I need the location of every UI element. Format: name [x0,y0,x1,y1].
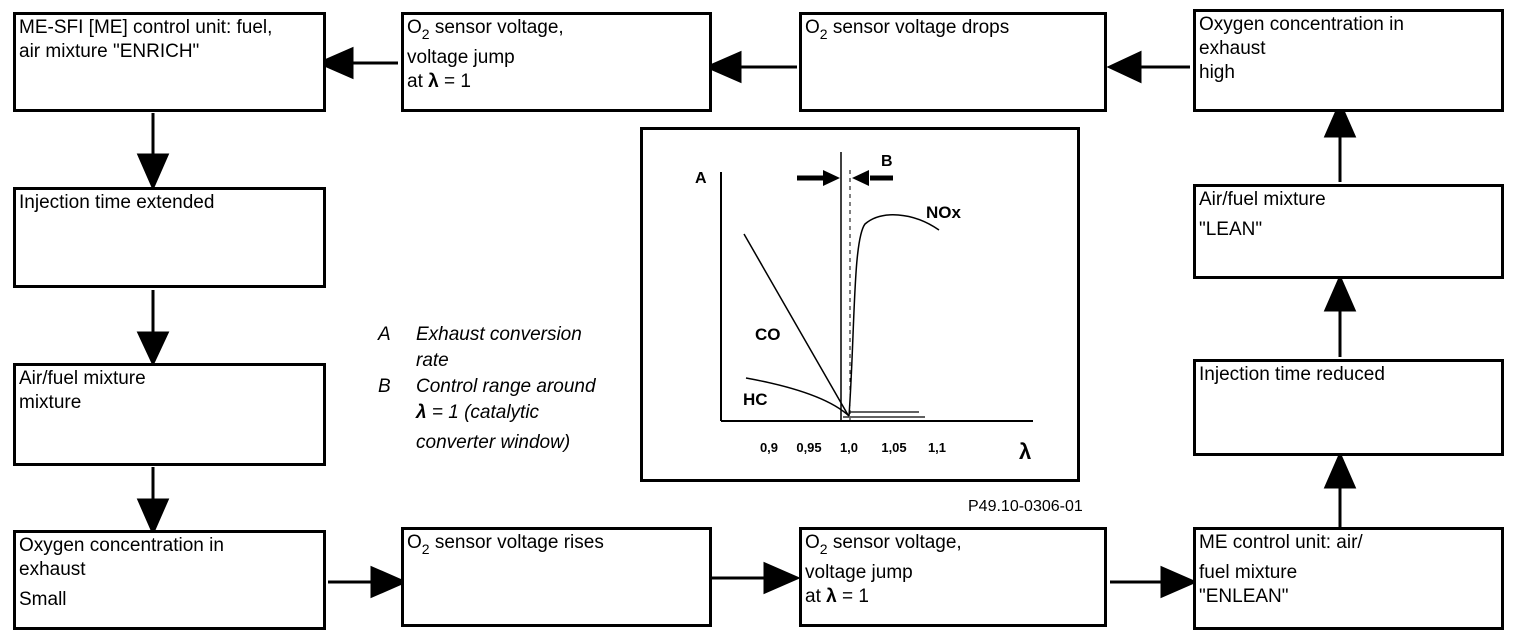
legend-a-text: Exhaust conversion [416,324,582,345]
box-text: O2 sensor voltage, [407,16,706,42]
box-text: O2 sensor voltage drops [805,16,1101,42]
legend-a-label: A [378,324,391,345]
o2-subscript: 2 [421,541,430,557]
lambda-symbol: λ [428,71,439,92]
box-text: Injection time reduced [1199,364,1385,385]
x-tick: 0,95 [796,440,821,455]
o2-symbol: O [407,17,422,38]
o2-subscript: 2 [819,541,828,557]
box-air-fuel-lean: Air/fuel mixture "LEAN" [1193,184,1504,279]
box-text: Oxygen concentration in [1199,14,1404,35]
box-injection-extended: Injection time extended [13,187,326,288]
range-arrow-left-head [823,170,840,186]
co-curve [743,233,849,416]
curve-label-nox: NOx [926,203,962,222]
equals-one: = 1 [836,586,869,607]
box-air-fuel-mixture: Air/fuel mixture mixture [13,363,326,466]
box-o2-voltage-drops: O2 sensor voltage drops [799,12,1107,112]
legend-b-label: B [378,376,391,397]
box-text-rest: sensor voltage drops [827,17,1010,38]
box-text: Air/fuel mixture [1199,189,1326,210]
curve-label-co: CO [755,325,781,344]
box-text: voltage jump [805,562,913,583]
box-text: exhaust [1199,38,1266,59]
o2-subscript: 2 [819,26,828,42]
box-text: voltage jump [407,47,515,68]
at-text: at [805,586,827,607]
at-text: at [407,71,429,92]
box-text: O2 sensor voltage rises [407,531,706,557]
nox-curve [848,214,940,417]
box-text: Small [19,589,67,610]
x-tick: 1,05 [881,440,906,455]
box-o2-voltage-jump-bottom: O2 sensor voltage, voltage jump at λ = 1 [799,527,1107,627]
box-text: ME-SFI [ME] control unit: fuel, [19,17,273,38]
legend-b-text-rest: = 1 (catalytic [426,402,540,423]
baseline-traces [843,411,925,418]
box-oxygen-high: Oxygen concentration in exhaust high [1193,9,1504,112]
box-text: air mixture "ENRICH" [19,41,200,62]
hc-curve [745,377,850,417]
box-text: mixture [19,392,82,413]
box-text: at λ = 1 [805,585,1101,609]
o2-symbol: O [805,17,820,38]
legend-b: B Control range around [378,374,596,400]
legend-b-text-2: λ = 1 (catalytic [378,400,596,426]
o2-symbol: O [407,532,422,553]
x-tick: 1,0 [840,440,858,455]
y-axis-label: A [695,170,707,187]
o2-symbol: O [805,532,820,553]
range-label: B [881,153,893,170]
box-control-enlean: ME control unit: air/ fuel mixture "ENLE… [1193,527,1504,630]
box-o2-voltage-rises: O2 sensor voltage rises [401,527,712,627]
box-text: Oxygen concentration in [19,535,224,556]
range-arrow-right-head [852,170,869,186]
box-text: at λ = 1 [407,70,706,94]
box-text: "LEAN" [1199,219,1263,240]
box-text: exhaust [19,559,86,580]
box-text-rest: sensor voltage, [429,17,564,38]
legend-a-text-2: rate [416,350,449,371]
box-text: "ENLEAN" [1199,586,1289,607]
chart-svg: A λ B CO HC NOx 0,9 0,95 1,0 1,05 [695,152,1033,464]
equals-one: = 1 [438,71,471,92]
box-control-enrich: ME-SFI [ME] control unit: fuel, air mixt… [13,12,326,112]
legend-b-text: Control range around [416,376,596,397]
lambda-symbol: λ [416,402,427,423]
box-oxygen-small: Oxygen concentration in exhaust Small [13,530,326,630]
box-text: Air/fuel mixture [19,368,146,389]
x-tick: 1,1 [928,440,946,455]
conversion-rate-chart: A λ B CO HC NOx 0,9 0,95 1,0 1,05 [640,127,1080,482]
box-o2-voltage-jump-top: O2 sensor voltage, voltage jump at λ = 1 [401,12,712,112]
box-text: O2 sensor voltage, [805,531,1101,557]
box-text-rest: sensor voltage rises [429,532,604,553]
o2-subscript: 2 [421,26,430,42]
legend-a: A Exhaust conversion [378,322,596,348]
figure-reference: P49.10-0306-01 [968,498,1083,515]
box-text-rest: sensor voltage, [827,532,962,553]
box-text: ME control unit: air/ [1199,532,1363,553]
box-text: Injection time extended [19,192,215,213]
curve-label-hc: HC [743,390,768,409]
box-text: fuel mixture [1199,562,1298,583]
legend-b-text-3: converter window) [416,432,571,453]
chart-legend: A Exhaust conversion rate B Control range … [378,322,596,456]
lambda-symbol: λ [826,586,837,607]
x-axis-label: λ [1019,439,1031,464]
box-text: high [1199,62,1235,83]
box-injection-reduced: Injection time reduced [1193,359,1504,456]
x-tick: 0,9 [760,440,778,455]
